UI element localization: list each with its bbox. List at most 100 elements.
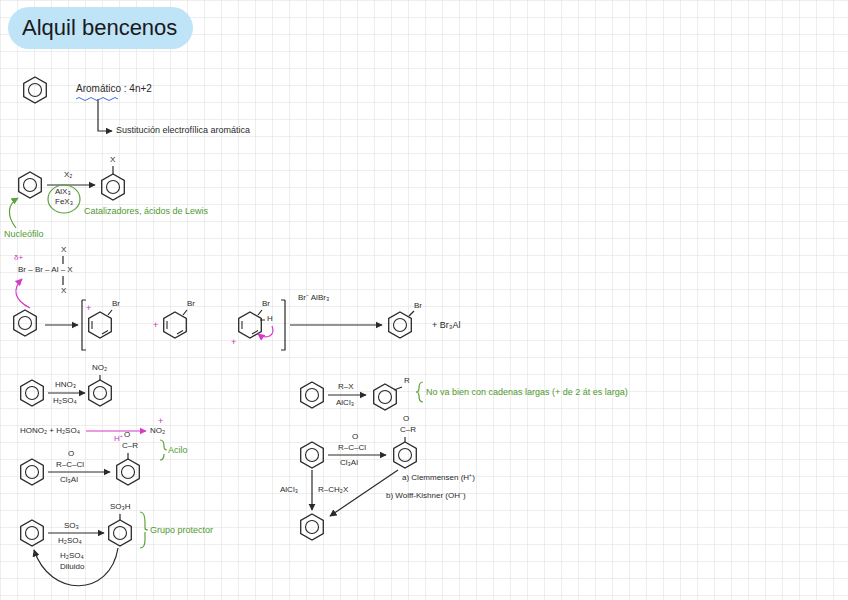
note-text: b) Wolff-Kishner (OH⁻) [386,492,466,500]
reaction-arrow [48,532,104,533]
benzene-ring [301,442,324,468]
wavy-underline [76,98,118,101]
note-text: Br [112,300,120,308]
benzene-ring [102,174,125,200]
note-text: AlX₃ [55,188,71,196]
note-text: O [68,450,74,458]
note-text: Br⁻ AlBr₃ [298,294,329,302]
note-text: + [158,417,163,426]
reaction-arrow [48,471,110,472]
note-text: H [267,315,273,323]
benzene-ring [89,380,112,406]
benzene-ring [21,380,44,406]
note-text: + Br₃Al [432,321,460,330]
annotation-arrow [9,198,18,228]
note-text: Nucleófilo [4,230,44,239]
note-text: R–C–Cl [56,461,84,469]
note-text: Br [262,300,270,308]
bond-line [394,387,402,390]
note-text: Aromático : 4n+2 [76,84,152,94]
note-text: Br [187,300,195,308]
benzene-ring [301,514,324,540]
note-text: FeX₃ [55,198,73,206]
bond-line [119,514,120,520]
note-text: Br [414,302,422,310]
benzene-ring [301,382,324,408]
brace [416,382,423,402]
note-text: AlCl₃ [336,399,354,407]
benzene-ring [117,459,140,485]
note-text: + [231,338,236,347]
note-text: Br – Br – Al – X [18,266,73,274]
reaction-arrow [47,184,95,185]
bond-line [409,311,414,316]
note-text: Diluido [60,563,84,571]
reaction-arrow [45,324,78,325]
note-text: Cl₃Al [340,459,358,467]
reaction-arrow [328,394,366,395]
catalyst-circle [48,185,80,213]
bond-line [112,166,113,174]
note-text: a) Clemmensen (H⁺) [402,474,475,482]
note-text: Catalizadores, ácidos de Lewis [84,207,208,216]
sigma-complex-ring [89,312,112,338]
reaction-arrow [48,392,85,393]
note-text: NO₂ [92,364,107,372]
note-text: C–R [400,426,416,434]
note-text: Cl₃Al [60,476,78,484]
benzene-ring [394,442,417,468]
note-text: HONO₂ + H₂SO₄ [20,427,80,435]
bond-line [127,453,128,459]
reaction-arrow [311,470,312,510]
note-text: H⁺ [114,435,123,443]
note-text: X [61,246,66,254]
electron-arrow [16,279,30,308]
note-text: SO₃ [64,522,79,530]
brace [140,512,148,548]
benzene-ring [109,520,132,546]
bond-line [108,310,265,320]
note-text: Acilo [168,446,188,455]
note-text: H₂SO₄ [58,537,82,545]
note-text: HNO₃ [55,381,76,389]
note-text: O [124,431,130,439]
note-text: X [61,287,66,295]
note-text: δ+ [14,254,23,262]
note-text: AlCl₃ [280,486,298,494]
bond-line [404,437,405,442]
reaction-arrow [34,548,118,586]
note-text: Sustitución electrofílica aromática [116,126,250,135]
note-text: NO₂ [150,427,165,435]
note-text: R–X [338,383,354,391]
benzene-ring [389,312,412,338]
note-text: R [404,377,410,385]
sigma-complex-ring [164,312,187,338]
note-text: O [403,415,409,423]
bond-line [99,375,100,380]
page-title: Alquil bencenos [8,7,193,49]
note-text: X₂ [64,171,72,179]
benzene-ring [374,384,397,410]
benzene-ring [19,172,42,198]
note-text: + [86,304,91,313]
note-text: SO₃H [110,503,131,511]
note-text: No va bien con cadenas largas (+ de 2 át… [426,388,628,397]
electron-arrow [86,430,146,431]
note-text: O [352,433,358,441]
note-text: + [153,321,158,330]
benzene-ring [21,520,44,546]
benzene-ring [24,77,47,103]
electron-arrow [258,326,273,337]
note-text: H₂SO₄ [53,397,77,405]
note-text: C–R [122,442,138,450]
note-text: Grupo protector [150,526,213,535]
reaction-arrow [290,324,382,325]
note-text: R–CH₂X [318,486,348,494]
note-text: H₂SO₄ [60,552,84,560]
note-text: R–C–Cl [338,444,366,452]
sigma-complex-ring [239,312,262,338]
brace [160,440,167,460]
